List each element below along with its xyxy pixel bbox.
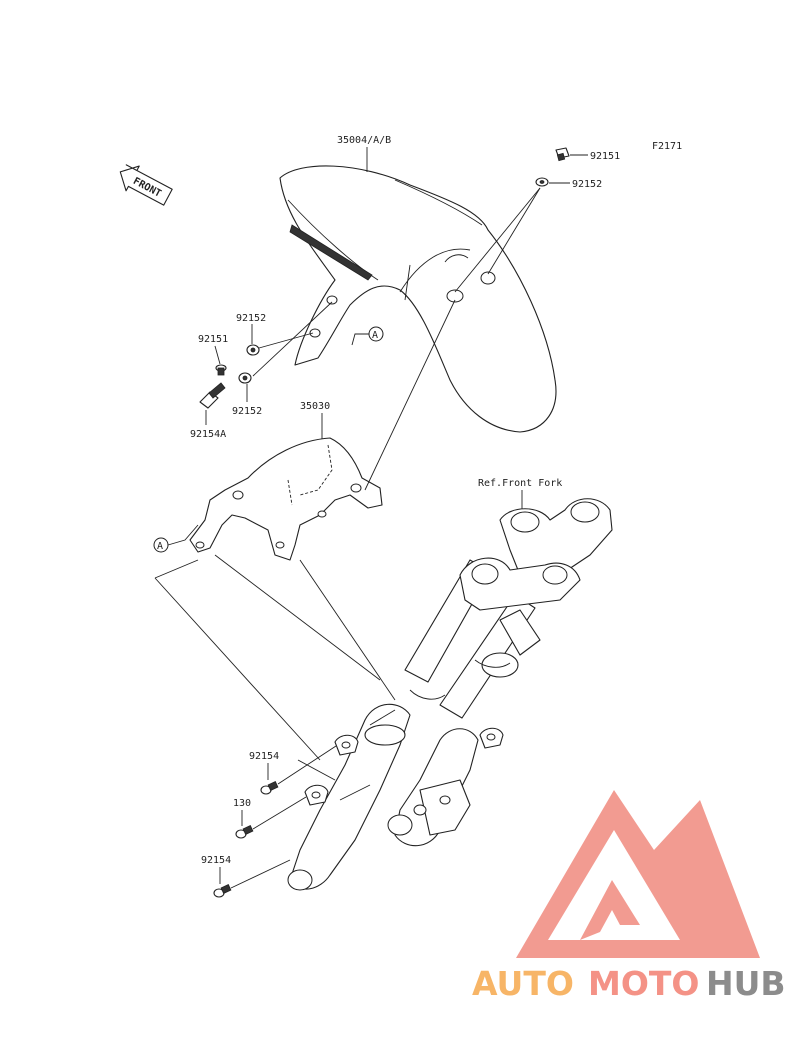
label-bolt-left: 92151 xyxy=(198,334,228,345)
label-bracket: 35030 xyxy=(300,401,330,412)
bolt-icon xyxy=(235,825,254,839)
watermark-moto: MOTO xyxy=(588,964,699,1003)
automotohub-wordmark: AUTO MOTO HUB xyxy=(472,964,786,1003)
front-fork-assembly xyxy=(287,498,613,891)
washer-icon xyxy=(246,344,260,356)
label-washer-top-right: 92152 xyxy=(572,179,602,190)
front-fender xyxy=(279,165,557,433)
washer-icon xyxy=(535,177,549,187)
watermark-auto: AUTO xyxy=(472,964,574,1003)
callout-a-lower: A xyxy=(157,541,163,552)
label-bolt-lower-3: 92154 xyxy=(201,855,231,866)
fender-bracket xyxy=(189,437,383,561)
washer-icon xyxy=(238,372,252,384)
front-arrow-icon: FRONT xyxy=(119,164,173,206)
stud-icon xyxy=(199,382,226,409)
watermark-hub: HUB xyxy=(706,964,786,1003)
label-ref-front-fork: Ref.Front Fork xyxy=(478,478,562,489)
label-washer-left-upper: 92152 xyxy=(236,313,266,324)
label-bolt-lower-2: 130 xyxy=(233,798,251,809)
bolt-icon xyxy=(215,364,227,376)
label-stud-left: 92154A xyxy=(190,429,226,440)
bolt-icon xyxy=(260,781,279,795)
label-bolt-top-right: 92151 xyxy=(590,151,620,162)
callout-a-upper: A xyxy=(372,330,378,341)
label-washer-left-lower: 92152 xyxy=(232,406,262,417)
label-fender: 35004/A/B xyxy=(337,135,391,146)
bolt-icon xyxy=(213,884,232,898)
diagram-code: F2171 xyxy=(652,141,682,152)
bolt-icon xyxy=(555,147,570,162)
automotohub-logo xyxy=(516,790,760,958)
label-bolt-lower-1: 92154 xyxy=(249,751,279,762)
